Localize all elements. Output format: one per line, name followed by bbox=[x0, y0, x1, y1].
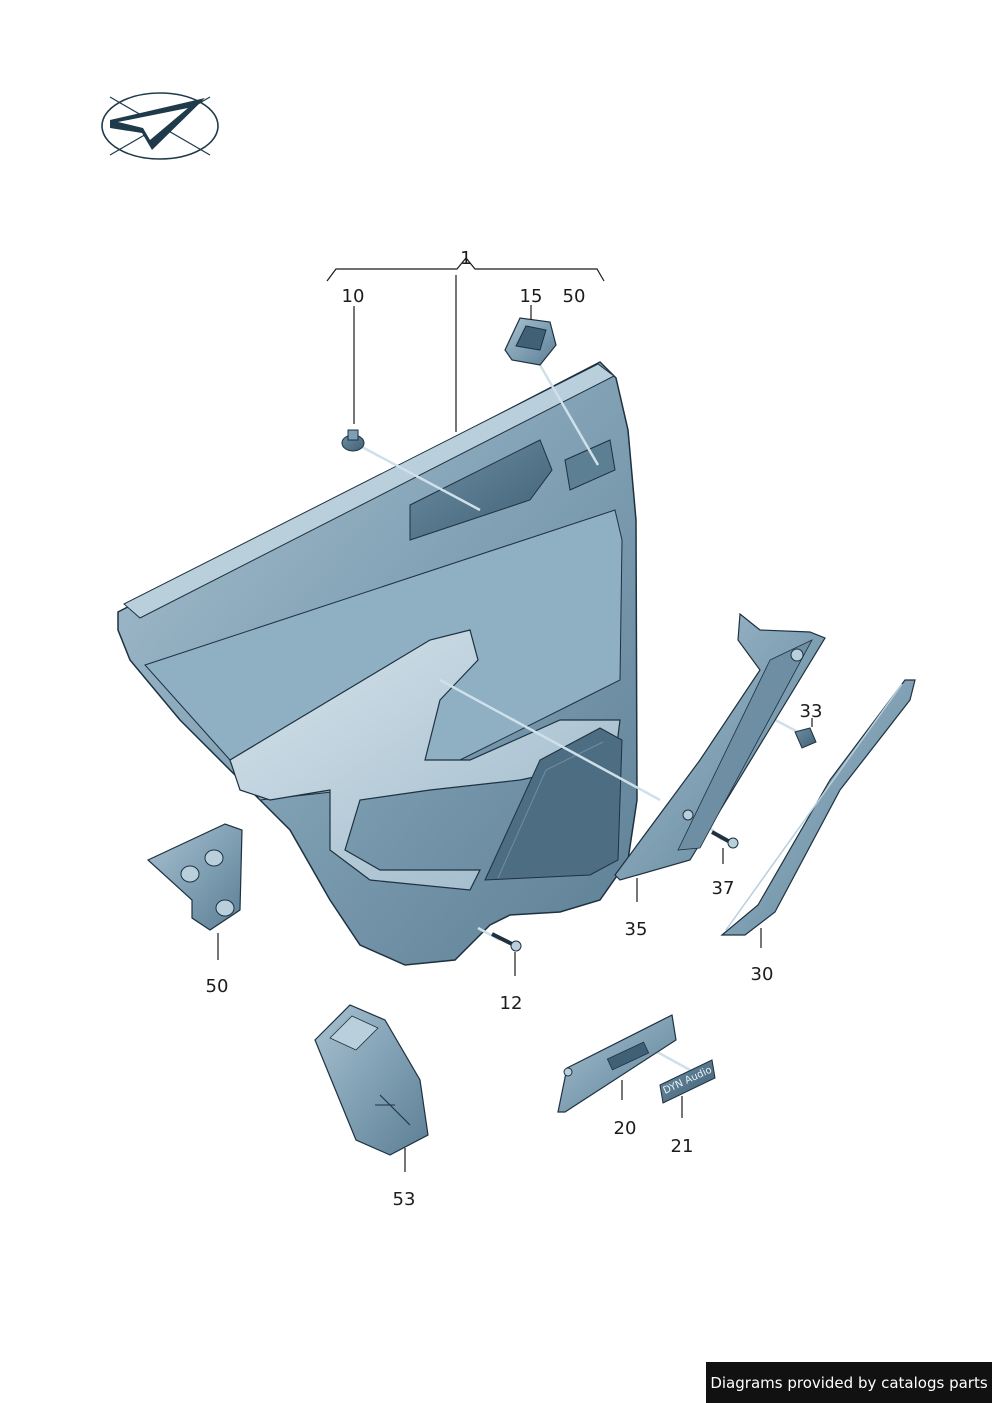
bracket-part-53 bbox=[314, 1004, 429, 1156]
screw-part-37 bbox=[711, 830, 739, 849]
speaker-trim-part-20 bbox=[557, 1014, 677, 1113]
credits-text: Diagrams provided by catalogs parts bbox=[710, 1373, 988, 1392]
clip-part-10 bbox=[341, 429, 365, 452]
leader-lines bbox=[217, 305, 813, 1172]
callout-53: 53 bbox=[393, 1189, 416, 1210]
credits-footer: Diagrams provided by catalogs parts bbox=[706, 1362, 992, 1403]
brand-logo bbox=[101, 92, 219, 160]
badge-part-21: DYN Audio bbox=[659, 1059, 716, 1104]
callout-50-top: 50 bbox=[563, 286, 586, 307]
callout-21: 21 bbox=[671, 1136, 694, 1157]
callout-37: 37 bbox=[712, 878, 735, 899]
door-trim-panel bbox=[117, 361, 638, 966]
callout-10: 10 bbox=[342, 286, 365, 307]
trim-strip-part-30 bbox=[720, 679, 916, 936]
assembly-bracket bbox=[326, 257, 605, 432]
callout-33: 33 bbox=[800, 701, 823, 722]
switch-bezel-part-15 bbox=[504, 317, 557, 366]
callout-30: 30 bbox=[751, 964, 774, 985]
screw-part-12 bbox=[491, 932, 522, 952]
callout-35: 35 bbox=[625, 919, 648, 940]
callout-labels: 1 10 15 50 33 37 35 30 50 12 20 21 53 bbox=[206, 248, 823, 1210]
clip-part-33 bbox=[794, 727, 817, 749]
bracket-part-50 bbox=[146, 823, 243, 931]
trim-strip-part-35 bbox=[614, 612, 826, 881]
callout-12: 12 bbox=[500, 993, 523, 1014]
callout-50: 50 bbox=[206, 976, 229, 997]
callout-15: 15 bbox=[520, 286, 543, 307]
callout-20: 20 bbox=[614, 1118, 637, 1139]
callout-1: 1 bbox=[460, 248, 471, 269]
